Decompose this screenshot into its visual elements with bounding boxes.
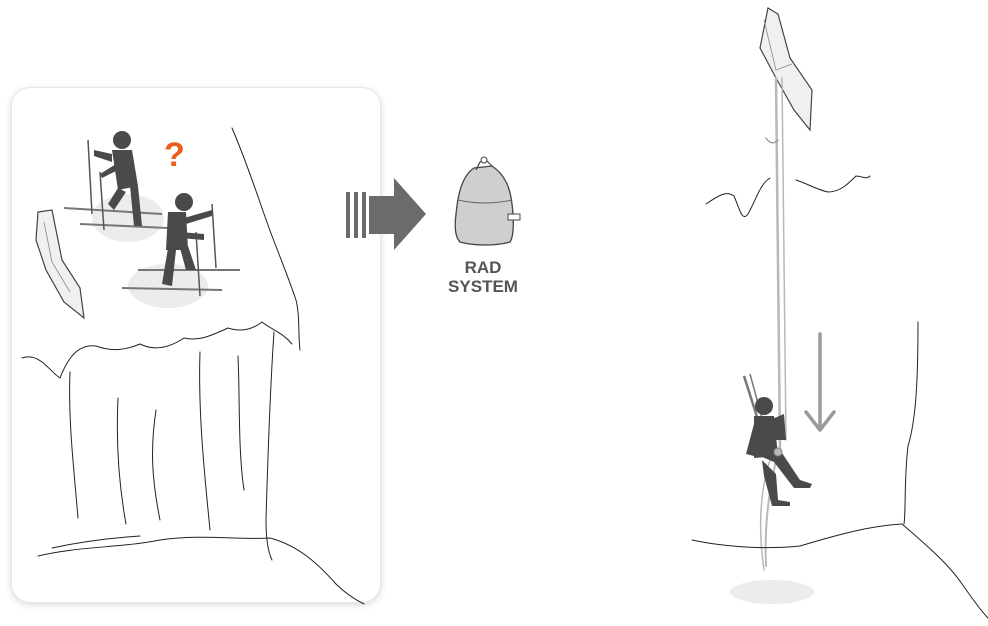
rappelling-climber-figure [730,373,814,604]
rad-system-bag-icon [454,156,521,246]
down-arrow-icon [804,332,836,432]
rad-system-label-line1: RAD [464,258,502,277]
rad-system-label-line2: SYSTEM [448,277,518,296]
left-rock [35,209,85,320]
rad-system-label: RAD SYSTEM [418,258,548,296]
left-scene-panel [12,88,380,602]
left-terrain-lines [21,127,365,605]
right-arrow-icon [346,178,426,250]
question-icon: ? [164,136,185,174]
skier-figure [121,193,240,308]
rope [759,76,787,571]
skier-figure [63,131,169,242]
anchor-rock [759,7,813,132]
right-terrain-lines [691,175,988,619]
